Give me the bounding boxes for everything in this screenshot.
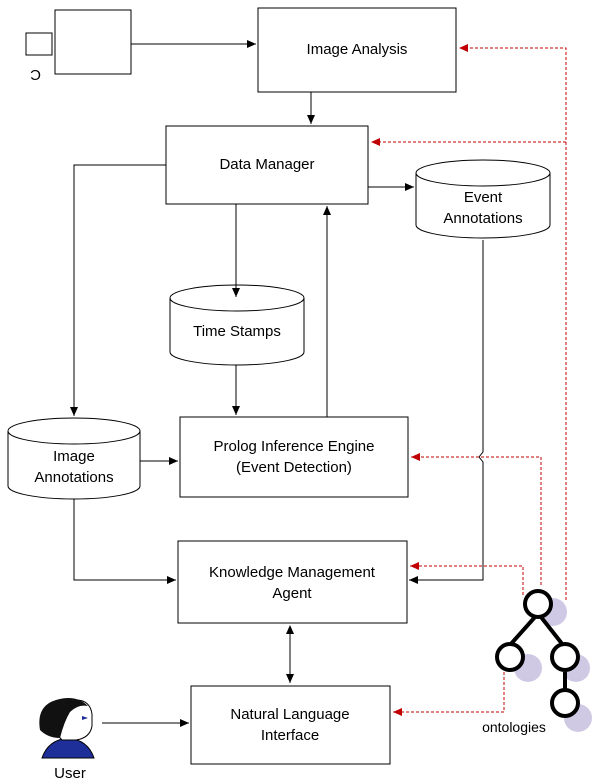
- kma-line2: Agent: [272, 585, 312, 602]
- image-analysis-label: Image Analysis: [307, 41, 408, 58]
- prolog-engine-line2: (Event Detection): [236, 459, 352, 476]
- user-label: User: [54, 765, 86, 781]
- ontology-tree-icon: ontologies: [482, 589, 592, 735]
- image-annotations-line2: Annotations: [34, 469, 113, 486]
- dashed-ontology-to-image-analysis: [459, 44, 567, 600]
- nli-box: Natural Language Interface: [190, 685, 391, 765]
- arrow-event-annotations-to-kma: [409, 240, 484, 584]
- ontologies-label: ontologies: [482, 719, 546, 735]
- data-manager-box: Data Manager: [165, 125, 369, 205]
- event-annotations-line2: Annotations: [443, 210, 522, 227]
- data-manager-label: Data Manager: [219, 156, 314, 173]
- nli-line2: Interface: [261, 727, 319, 744]
- arrow-image-annotations-to-kma: [73, 499, 176, 584]
- event-annotations-line1: Event: [464, 189, 503, 206]
- image-annotations-line1: Image: [53, 448, 95, 465]
- time-stamps-store: Time Stamps: [169, 284, 305, 366]
- prolog-engine-line1: Prolog Inference Engine: [214, 438, 375, 455]
- dashed-ontology-to-prolog: [411, 453, 542, 585]
- ontology-dashed-connectors: [371, 44, 567, 716]
- camera-mark: C: [30, 66, 41, 83]
- image-analysis-box: Image Analysis: [257, 7, 457, 93]
- kma-line1: Knowledge Management: [209, 564, 376, 581]
- nli-line1: Natural Language: [230, 706, 349, 723]
- image-annotations-store: Image Annotations: [7, 417, 141, 500]
- dashed-ontology-to-nli: [393, 672, 505, 716]
- arrow-data-manager-to-image-annotations: [70, 164, 166, 416]
- prolog-engine-box: Prolog Inference Engine (Event Detection…: [179, 416, 409, 498]
- camera-icon: C: [25, 9, 132, 83]
- time-stamps-label: Time Stamps: [193, 323, 281, 340]
- user-icon: User: [39, 698, 95, 781]
- kma-box: Knowledge Management Agent: [177, 540, 408, 624]
- event-annotations-store: Event Annotations: [415, 159, 551, 239]
- black-connectors: [70, 40, 484, 727]
